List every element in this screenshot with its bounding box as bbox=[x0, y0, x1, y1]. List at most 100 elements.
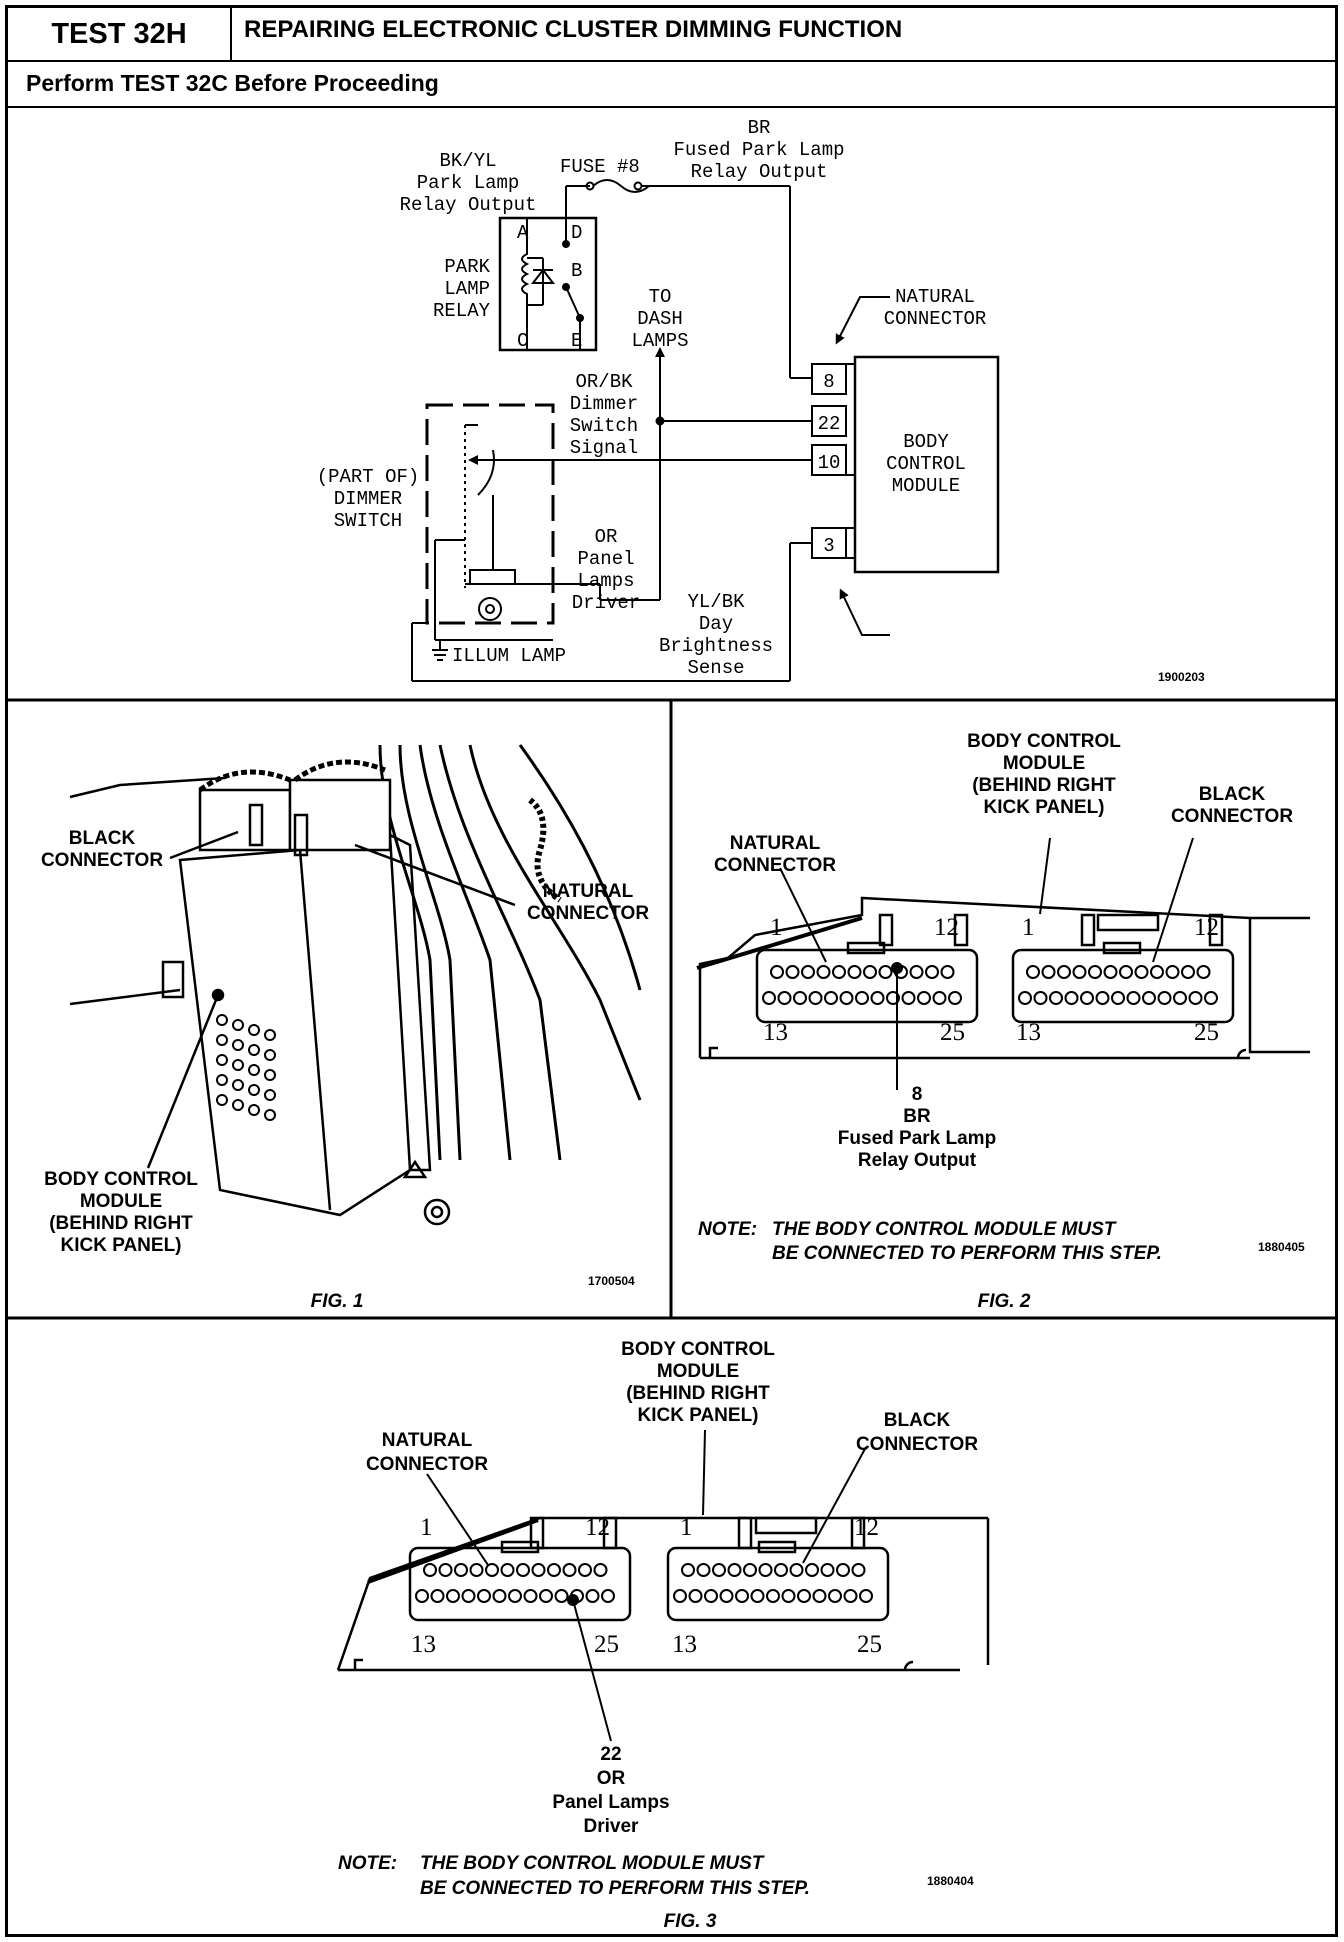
fig3-pin-hole bbox=[704, 1589, 718, 1603]
fig2-note-line-1: THE BODY CONTROL MODULE MUST bbox=[772, 1219, 1117, 1240]
header-row: TEST 32H REPAIRING ELECTRONIC CLUSTER DI… bbox=[8, 8, 1335, 62]
fig3-pin-num-25a: 25 bbox=[594, 1631, 619, 1658]
fig2-pin-num-25b: 25 bbox=[1194, 1019, 1219, 1046]
fig2-pin-hole bbox=[1157, 991, 1172, 1005]
fig3-natural-connector-label-1: NATURAL bbox=[382, 1430, 473, 1451]
fig3-pin-num-1b: 1 bbox=[680, 1514, 693, 1541]
fig2-pin-hole bbox=[785, 965, 800, 979]
pin-10-label: 10 bbox=[818, 452, 841, 474]
illum-lamp-label: ILLUM LAMP bbox=[452, 645, 566, 667]
fig3-pin-num-1a: 1 bbox=[420, 1514, 433, 1541]
fig2-black-connector-label-2: CONNECTOR bbox=[1171, 806, 1293, 827]
br-wire-label-3: Relay Output bbox=[691, 161, 828, 183]
fig3-pin-hole bbox=[531, 1563, 546, 1577]
fig3-pin-hole bbox=[727, 1563, 742, 1577]
fig3-pin-hole bbox=[851, 1563, 866, 1577]
fig3-pin-hole bbox=[508, 1589, 522, 1603]
fig2-natural-connector-label-2: CONNECTOR bbox=[714, 855, 836, 876]
fig2-pin-hole bbox=[1041, 965, 1056, 979]
fig3-pin-hole bbox=[485, 1563, 499, 1577]
fig2-callout-3: Fused Park Lamp bbox=[838, 1128, 996, 1149]
fig2-pin-hole bbox=[1088, 965, 1102, 979]
fig1-caption: FIG. 1 bbox=[311, 1291, 364, 1312]
fig1-black-connector-label-1: BLACK bbox=[69, 828, 136, 849]
fig3-pin-hole bbox=[812, 1589, 827, 1603]
fig2-pin-hole bbox=[925, 965, 939, 979]
fig2-pin-num-13b: 13 bbox=[1016, 1019, 1041, 1046]
relay-coil-symbol bbox=[521, 236, 530, 318]
fig3-pin-hole bbox=[820, 1563, 835, 1577]
fig2-pin-hole bbox=[909, 965, 924, 979]
bkyl-wire-label-3: Relay Output bbox=[400, 194, 537, 216]
fig3-note-line-2: BE CONNECTED TO PERFORM THIS STEP. bbox=[420, 1878, 810, 1899]
fig3-pin-hole bbox=[836, 1563, 850, 1577]
to-dash-label-3: LAMPS bbox=[631, 330, 688, 352]
fig1-bcm-label-2: MODULE bbox=[80, 1191, 162, 1212]
to-dash-label-2: DASH bbox=[637, 308, 683, 330]
fig3-pin-hole bbox=[469, 1563, 484, 1577]
fig2-pin-num-1a: 1 bbox=[770, 914, 783, 941]
fig3-pin-hole bbox=[593, 1563, 608, 1577]
relay-label-2: LAMP bbox=[444, 278, 490, 300]
fig2-pin-hole bbox=[1057, 965, 1071, 979]
fig3-pin-hole bbox=[712, 1563, 726, 1577]
fig3-pin-hole bbox=[554, 1589, 569, 1603]
ground-symbol-icon bbox=[432, 640, 448, 661]
fig2-pin-hole bbox=[816, 965, 831, 979]
fig2-natural-connector-body bbox=[755, 948, 979, 1024]
fig3-pin-hole bbox=[696, 1563, 711, 1577]
fig2-pin-hole bbox=[832, 965, 846, 979]
relay-terminal-e: E bbox=[571, 330, 582, 352]
fig2-pin-hole bbox=[863, 965, 877, 979]
fig3-pin-hole bbox=[500, 1563, 515, 1577]
test-title: REPAIRING ELECTRONIC CLUSTER DIMMING FUN… bbox=[244, 16, 903, 43]
fig3-pin-hole bbox=[797, 1589, 811, 1603]
fig3-bcm-label-1: BODY CONTROL bbox=[621, 1339, 775, 1360]
fig2-labels: BODY CONTROL MODULE (BEHIND RIGHT KICK P… bbox=[698, 731, 1305, 1312]
fig2-pin-hole bbox=[1165, 965, 1180, 979]
dimmer-switch-label-2: DIMMER bbox=[334, 488, 402, 510]
relay-terminal-b: B bbox=[571, 260, 582, 282]
fig2-pin-hole bbox=[801, 965, 815, 979]
fig3-pin-hole bbox=[461, 1589, 476, 1603]
fig2-black-connector-body bbox=[1011, 948, 1235, 1024]
fig1-illustration bbox=[69, 744, 642, 1226]
fig1-vent-holes bbox=[216, 1014, 276, 1121]
pin-3-label: 3 bbox=[823, 535, 834, 557]
orbk-wire-label-3: Switch bbox=[570, 415, 638, 437]
fig3-pin-hole bbox=[578, 1563, 592, 1577]
bcm-label-3: MODULE bbox=[892, 475, 960, 497]
fig2-pin-hole bbox=[855, 991, 869, 1005]
fig2-pin-hole bbox=[1103, 965, 1118, 979]
or-wire-label-4: Driver bbox=[572, 592, 640, 614]
fig1-bcm-label-1: BODY CONTROL bbox=[44, 1169, 198, 1190]
fig3-natural-connector-label-2: CONNECTOR bbox=[366, 1454, 488, 1475]
illum-lamp-symbol bbox=[478, 597, 502, 621]
fig2-callout-1: 8 bbox=[912, 1084, 923, 1105]
fig3-pin-hole bbox=[719, 1589, 734, 1603]
ylbk-wire-label-1: YL/BK bbox=[687, 591, 745, 613]
relay-terminal-c: C bbox=[517, 330, 528, 352]
fig3-pin-hole bbox=[805, 1563, 819, 1577]
ylbk-wire-label-3: Brightness bbox=[659, 635, 773, 657]
fig2-pin-hole bbox=[770, 965, 784, 979]
fig3-pin-hole bbox=[454, 1563, 468, 1577]
fig3-bcm-label-2: MODULE bbox=[657, 1361, 739, 1382]
fig2-pin-hole bbox=[1196, 965, 1211, 979]
schematic-ref-number: 1900203 bbox=[1158, 670, 1205, 684]
orbk-wire-label-2: Dimmer bbox=[570, 393, 638, 415]
fig3-pin-hole bbox=[446, 1589, 460, 1603]
fig2-bcm-label-3: (BEHIND RIGHT bbox=[972, 775, 1116, 796]
or-wire-label-1: OR bbox=[595, 526, 618, 548]
fig2-pin-hole bbox=[824, 991, 838, 1005]
fig3-bcm-label-4: KICK PANEL) bbox=[637, 1405, 758, 1426]
fig2-pin-num-13a: 13 bbox=[763, 1019, 788, 1046]
dimmer-switch-label-1: (PART OF) bbox=[317, 466, 420, 488]
fig3-pin-hole bbox=[492, 1589, 507, 1603]
fig2-pin-hole bbox=[1188, 991, 1203, 1005]
fig1-black-connector-label-2: CONNECTOR bbox=[41, 850, 163, 871]
fig2-pin-hole bbox=[1181, 965, 1195, 979]
fig1-bcm-label-3: (BEHIND RIGHT bbox=[49, 1213, 193, 1234]
natural-connector-label-1: NATURAL bbox=[895, 286, 975, 308]
